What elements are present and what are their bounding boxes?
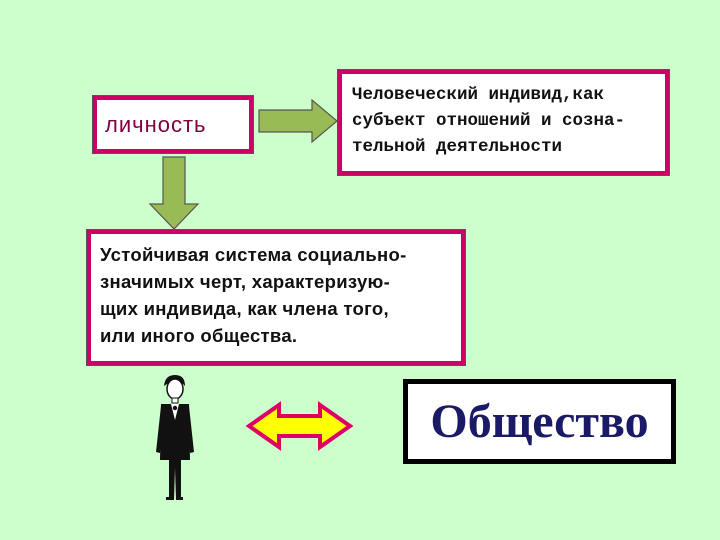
right-arrow-icon: [258, 98, 338, 144]
definition-line: Человеческий индивид,как: [352, 85, 605, 105]
definition-line: субъект отношений и созна-: [352, 111, 626, 131]
definition-line: тельной деятельности: [352, 137, 563, 157]
down-arrow-icon: [148, 156, 200, 230]
system-line: или иного общества.: [100, 325, 298, 346]
society-box: Общество: [403, 379, 676, 464]
society-label: Общество: [430, 395, 649, 448]
system-box: Устойчивая система социально- значимых ч…: [86, 229, 466, 366]
person-icon: [156, 375, 194, 500]
definition-box: Человеческий индивид,как субъект отношен…: [337, 69, 670, 176]
personality-label: личность: [105, 111, 207, 137]
double-arrow-icon: [245, 401, 354, 451]
personality-box: личность: [92, 95, 254, 154]
system-line: значимых черт, характеризую-: [100, 271, 391, 292]
system-line: Устойчивая система социально-: [100, 244, 407, 265]
system-line: щих индивида, как члена того,: [100, 298, 389, 319]
